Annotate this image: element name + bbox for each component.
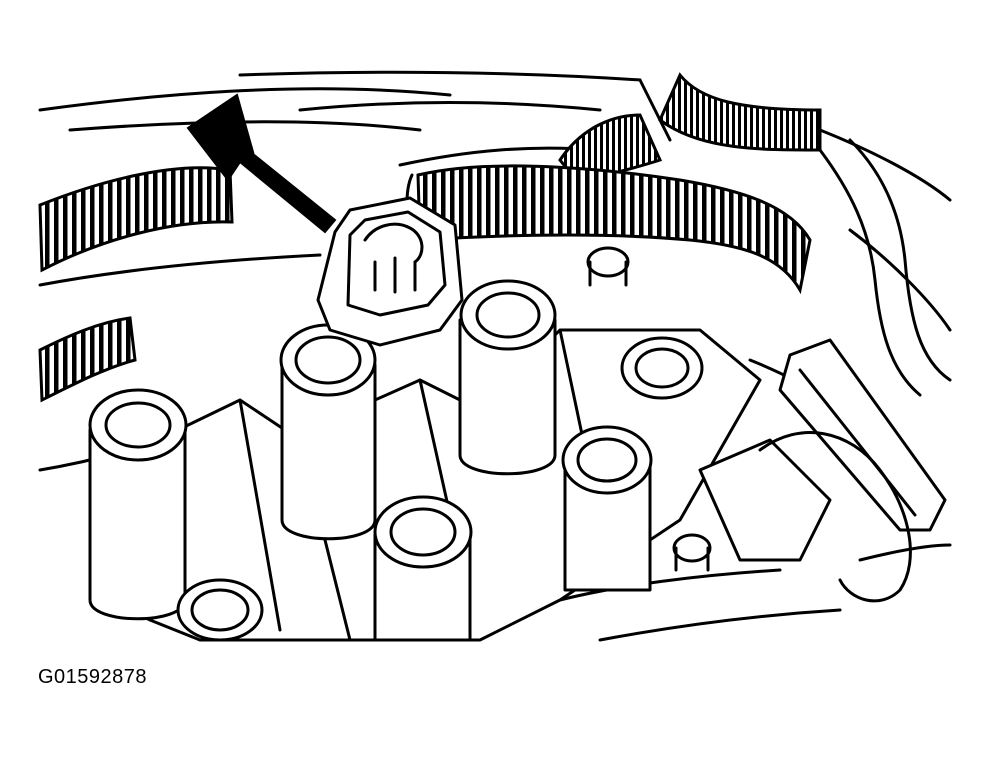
coil-tower-5 — [561, 425, 653, 592]
background-contours — [38, 70, 952, 642]
figure-caption: G01592878 — [38, 666, 148, 688]
wire-loom-lower-left — [38, 316, 137, 403]
wire-right-side — [818, 138, 952, 397]
coil-tower-4 — [458, 279, 557, 476]
pointer-arrow — [186, 93, 337, 234]
wire-loom-upper-left — [38, 166, 234, 273]
coil-tower-1 — [88, 388, 188, 621]
right-connector — [698, 338, 947, 603]
electrical-connector — [316, 196, 464, 347]
bolt — [586, 246, 712, 572]
lower-port — [176, 578, 264, 642]
coil-tower-2 — [279, 323, 377, 541]
wire-loom-upper-right — [558, 72, 822, 187]
coil-tower-6 — [620, 336, 704, 400]
coil-tower-3 — [373, 495, 473, 642]
